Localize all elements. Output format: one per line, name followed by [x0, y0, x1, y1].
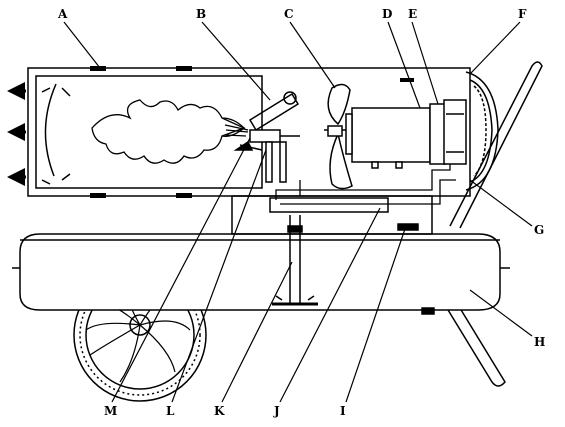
- handle: [444, 61, 543, 387]
- callout-labels: A B C D E F G H I J K L M: [57, 7, 545, 418]
- label-g: G: [534, 223, 544, 237]
- label-d: D: [382, 7, 392, 21]
- outflow-arrows: [7, 82, 26, 186]
- fuel-tank: [12, 223, 510, 315]
- label-m: M: [104, 404, 117, 418]
- rear-guard: [465, 71, 499, 191]
- nozzle-assembly: [233, 91, 300, 183]
- label-h: H: [534, 335, 545, 349]
- flame: [91, 99, 249, 164]
- label-e: E: [408, 7, 417, 21]
- label-c: C: [284, 7, 294, 21]
- label-b: B: [196, 7, 206, 21]
- label-i: I: [340, 404, 346, 418]
- label-f: F: [518, 7, 527, 21]
- label-l: L: [166, 404, 175, 418]
- label-a: A: [57, 7, 68, 21]
- label-k: K: [214, 404, 225, 418]
- label-j: J: [273, 404, 280, 418]
- pump: [443, 99, 467, 165]
- leader-lines: [63, 21, 533, 403]
- motor: [345, 103, 447, 169]
- fuel-lines: [275, 164, 456, 205]
